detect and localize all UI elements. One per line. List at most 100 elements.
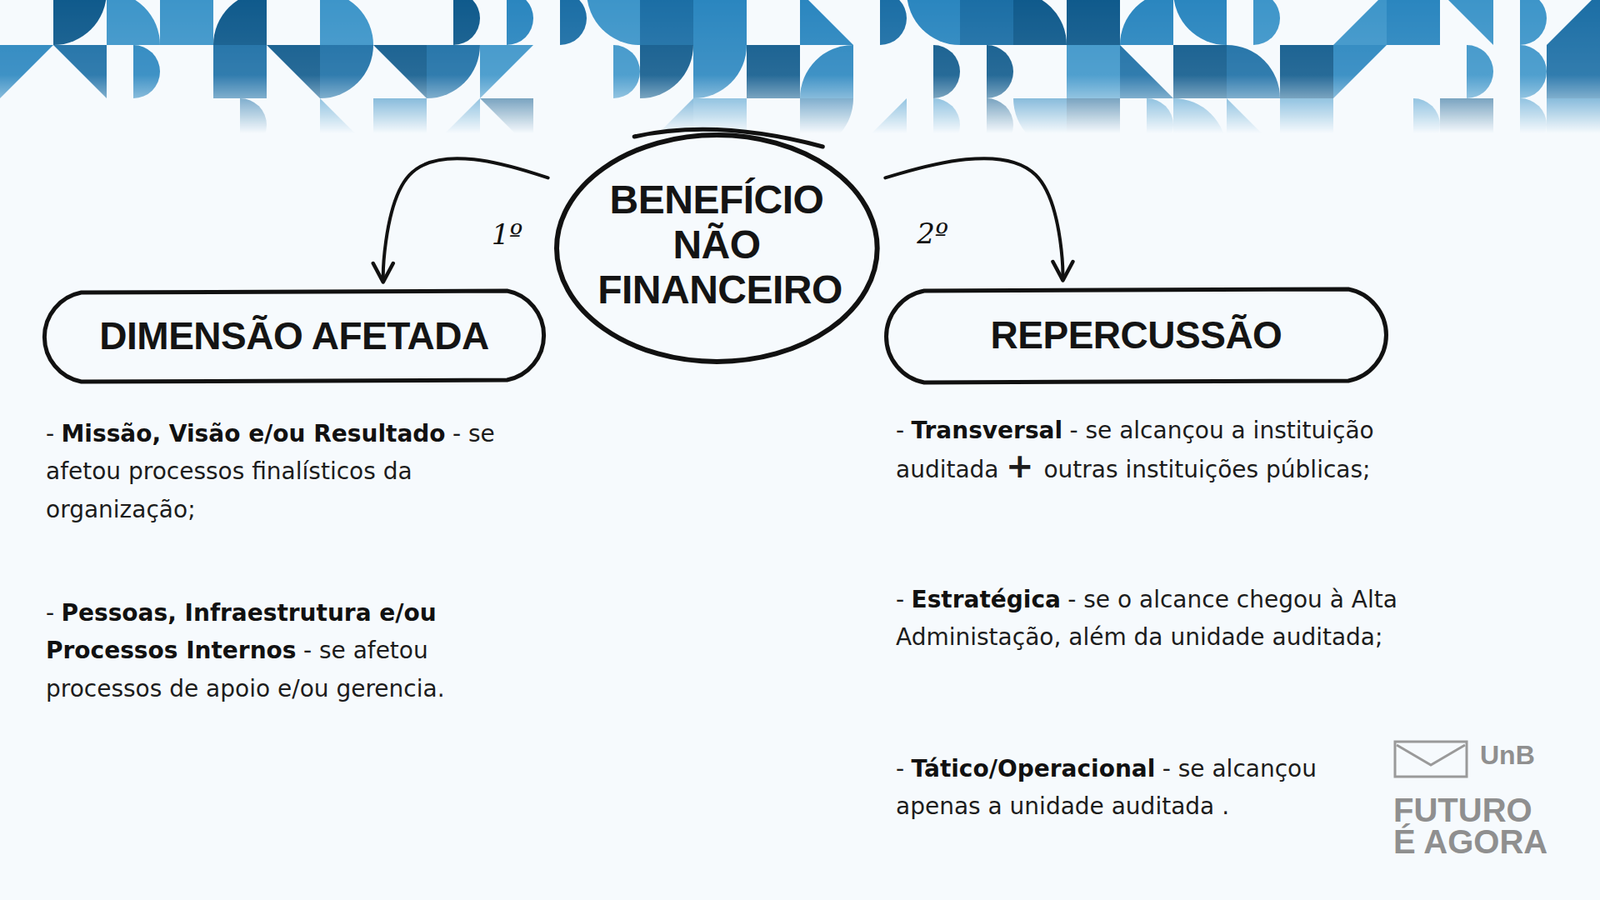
pattern-tile [1546, 45, 1600, 99]
pattern-tile [1413, 98, 1440, 152]
pattern-tile [640, 0, 694, 45]
pattern-tile [1440, 98, 1494, 152]
bullet-item: -Missão, Visão e/ou Resultado- se afetou… [45, 415, 546, 529]
pattern-tile [53, 0, 107, 45]
pattern-tile [53, 45, 107, 99]
pattern-tile [320, 98, 374, 152]
node-title: BENEFÍCIO NÃO FINANCEIRO [597, 177, 836, 312]
plus-sign: + [1005, 446, 1035, 485]
description: - [895, 416, 905, 445]
sketch-stroke [634, 129, 823, 147]
term: Transversal [911, 416, 1064, 445]
pattern-tile [1520, 0, 1547, 45]
description: - [895, 755, 905, 783]
pattern-tile [1066, 98, 1120, 152]
pattern-tile [1173, 0, 1227, 45]
pattern-tile [586, 0, 640, 45]
pattern-tile [266, 45, 320, 99]
pattern-tile [1440, 0, 1494, 45]
pattern-tile [1226, 45, 1280, 99]
category-pill: DIMENSÃO AFETADA [32, 287, 556, 385]
pattern-tile [933, 45, 960, 99]
step-number: 2º [914, 216, 951, 250]
logo-text: UnB [1480, 741, 1535, 769]
pattern-tile [693, 98, 747, 152]
pattern-tile [746, 45, 800, 99]
category-pill: REPERCUSSÃO [874, 285, 1399, 386]
pattern-tile [426, 45, 480, 99]
pattern-tile [986, 45, 1014, 99]
pattern-tile [1120, 45, 1174, 99]
bullet-item: -Estratégica- se o alcance chegou à Alta… [895, 580, 1405, 657]
pattern-tile [1173, 98, 1227, 152]
pattern-tile [1386, 0, 1440, 45]
pill-stroke [886, 289, 1387, 383]
pattern-tile [1280, 45, 1334, 99]
pattern-tile [853, 98, 907, 152]
pattern-tile [1226, 98, 1280, 152]
pattern-tile [960, 0, 1014, 45]
logo-text: É AGORA [1393, 825, 1548, 859]
pattern-tile [933, 98, 960, 152]
bullet-item: -Pessoas, Infraestrutura e/ou Processos … [45, 594, 546, 708]
curved-arrow [885, 158, 1063, 280]
pattern-tile [1120, 0, 1174, 45]
pattern-tile [213, 45, 267, 99]
pattern-tile [320, 0, 374, 45]
pattern-tile [320, 45, 374, 99]
node-title: DIMENSÃO AFETADA [99, 315, 489, 359]
pattern-tile [1013, 98, 1067, 152]
pattern-tile [640, 45, 694, 99]
curved-arrow [383, 158, 549, 281]
pattern-tile [506, 0, 534, 45]
pattern-tile [1253, 0, 1280, 45]
step-number: 1º [489, 217, 526, 251]
pattern-tile [1146, 98, 1174, 152]
node-title: REPERCUSSÃO [990, 314, 1283, 358]
pattern-tile [213, 0, 267, 45]
logo-icon [1393, 740, 1470, 780]
pattern-tile [693, 0, 747, 45]
pattern-tile [1546, 0, 1600, 45]
central-ellipse: BENEFÍCIO NÃO FINANCEIRO [551, 125, 883, 365]
pattern-tile [160, 0, 214, 45]
pattern-tile [986, 98, 1014, 152]
term: Tático/Operacional [911, 755, 1156, 783]
bullet-item: -Tático/Operacional- se alcançou apenas … [895, 750, 1384, 826]
description: outras instituições públicas; [1043, 455, 1370, 484]
pattern-tile [373, 45, 427, 99]
pattern-tile [906, 0, 960, 45]
pattern-tile [613, 45, 640, 99]
pattern-tile [693, 45, 747, 99]
pattern-tile [1333, 0, 1387, 45]
pattern-tile [1280, 98, 1334, 152]
pattern-tile [800, 0, 854, 45]
description: - [45, 599, 55, 627]
pattern-tile [240, 98, 267, 152]
pattern-tile [1546, 98, 1600, 152]
term: Estratégica [911, 585, 1061, 614]
pattern-tile [1013, 0, 1067, 45]
pattern-tile [1520, 98, 1547, 152]
pattern-tile [373, 98, 427, 152]
pattern-tile [1466, 45, 1494, 99]
pattern-tile [560, 0, 587, 45]
pattern-tile [880, 0, 907, 45]
pattern-tile [133, 45, 160, 99]
logo-text: FUTURO [1393, 793, 1533, 827]
pattern-tile [1173, 45, 1227, 99]
pattern-tile [0, 45, 54, 99]
description: - [45, 420, 55, 448]
pattern-tile [480, 98, 534, 152]
pattern-tile [1520, 45, 1547, 99]
pattern-tile [480, 45, 534, 99]
ellipse-stroke [556, 135, 878, 362]
pattern-tile [106, 0, 160, 45]
pattern-tile [426, 98, 480, 152]
description: - [895, 585, 905, 614]
pattern-tile [1333, 45, 1387, 99]
pattern-tile [1066, 0, 1120, 45]
pattern-tile [1066, 45, 1120, 99]
pattern-tile [800, 45, 854, 99]
